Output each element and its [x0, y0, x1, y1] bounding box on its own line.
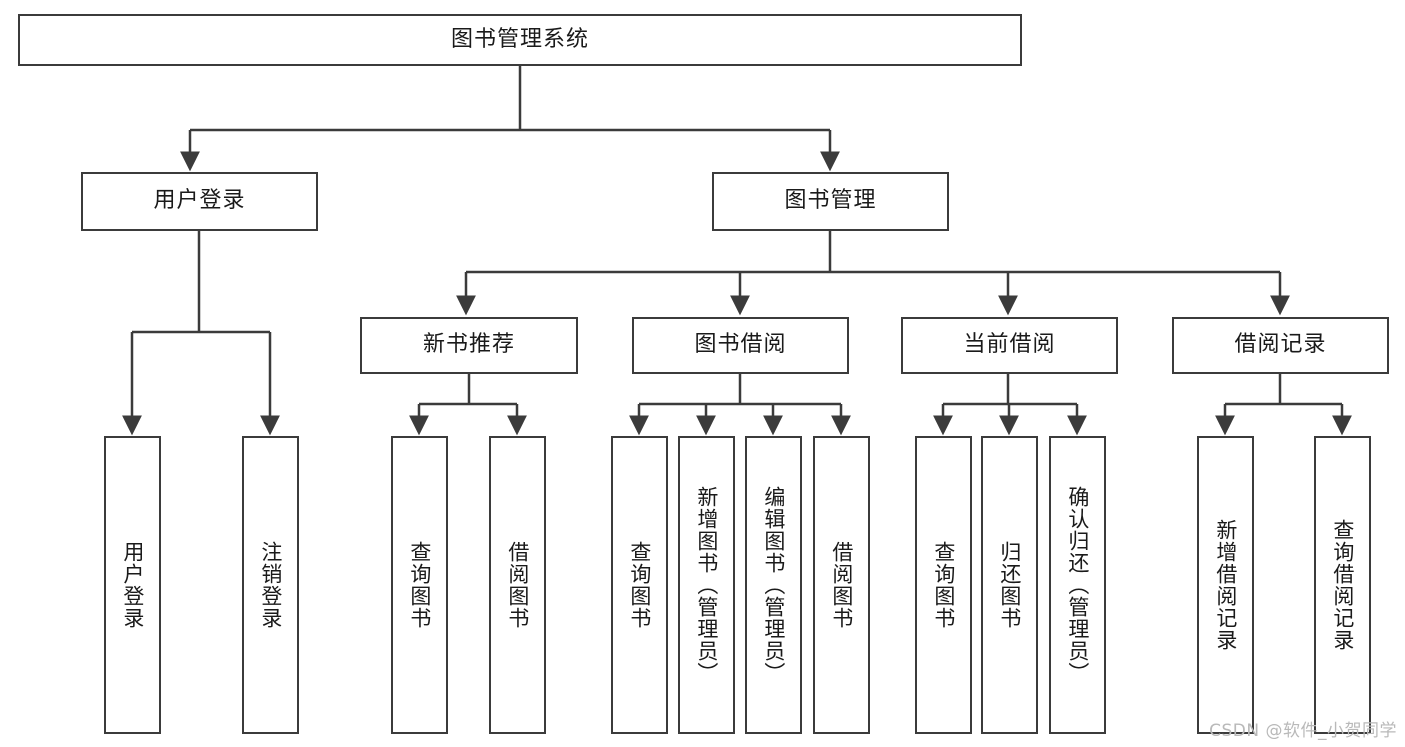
node-leaf-query-book-2[interactable]: 查询图书	[611, 436, 668, 734]
node-leaf-borrow-book-2-label: 借阅图书	[829, 541, 854, 629]
node-new-book-rec-label: 新书推荐	[422, 332, 515, 358]
watermark-text: CSDN @软件_小贺同学	[1209, 721, 1397, 741]
node-current-borrow-label: 当前借阅	[963, 332, 1056, 358]
node-leaf-query-book-1-label: 查询图书	[407, 541, 432, 629]
node-leaf-query-book-2-label: 查询图书	[627, 541, 652, 629]
node-leaf-user-login-label: 用户登录	[120, 541, 145, 629]
node-leaf-logout-label: 注销登录	[258, 541, 283, 629]
node-leaf-borrow-book-1[interactable]: 借阅图书	[489, 436, 546, 734]
node-current-borrow[interactable]: 当前借阅	[901, 317, 1118, 374]
node-root-label: 图书管理系统	[450, 26, 589, 52]
node-root[interactable]: 图书管理系统	[18, 14, 1022, 66]
node-leaf-user-login[interactable]: 用户登录	[104, 436, 161, 734]
node-leaf-query-book-3-label: 查询图书	[931, 541, 956, 629]
node-leaf-add-book[interactable]: 新增图书（管理员）	[678, 436, 735, 734]
node-leaf-return-book-label: 归还图书	[997, 541, 1022, 629]
node-leaf-borrow-book-1-label: 借阅图书	[505, 541, 530, 629]
node-leaf-confirm-return-label: 确认归还（管理员）	[1065, 486, 1090, 684]
node-book-manage-label: 图书管理	[784, 188, 877, 214]
node-leaf-add-book-label: 新增图书（管理员）	[694, 486, 719, 684]
node-leaf-add-record[interactable]: 新增借阅记录	[1197, 436, 1254, 734]
node-new-book-rec[interactable]: 新书推荐	[360, 317, 578, 374]
node-leaf-edit-book-label: 编辑图书（管理员）	[761, 486, 786, 684]
node-book-manage[interactable]: 图书管理	[712, 172, 949, 231]
node-user-login[interactable]: 用户登录	[81, 172, 318, 231]
node-leaf-query-record-label: 查询借阅记录	[1330, 519, 1355, 651]
node-leaf-borrow-book-2[interactable]: 借阅图书	[813, 436, 870, 734]
node-leaf-return-book[interactable]: 归还图书	[981, 436, 1038, 734]
node-leaf-query-book-1[interactable]: 查询图书	[391, 436, 448, 734]
node-leaf-confirm-return[interactable]: 确认归还（管理员）	[1049, 436, 1106, 734]
node-book-borrow-label: 图书借阅	[694, 332, 787, 358]
node-user-login-label: 用户登录	[153, 188, 246, 214]
node-leaf-edit-book[interactable]: 编辑图书（管理员）	[745, 436, 802, 734]
node-book-borrow[interactable]: 图书借阅	[632, 317, 849, 374]
node-leaf-query-book-3[interactable]: 查询图书	[915, 436, 972, 734]
node-leaf-query-record[interactable]: 查询借阅记录	[1314, 436, 1371, 734]
node-borrow-record[interactable]: 借阅记录	[1172, 317, 1389, 374]
node-leaf-logout[interactable]: 注销登录	[242, 436, 299, 734]
node-leaf-add-record-label: 新增借阅记录	[1213, 519, 1238, 651]
node-borrow-record-label: 借阅记录	[1234, 332, 1327, 358]
